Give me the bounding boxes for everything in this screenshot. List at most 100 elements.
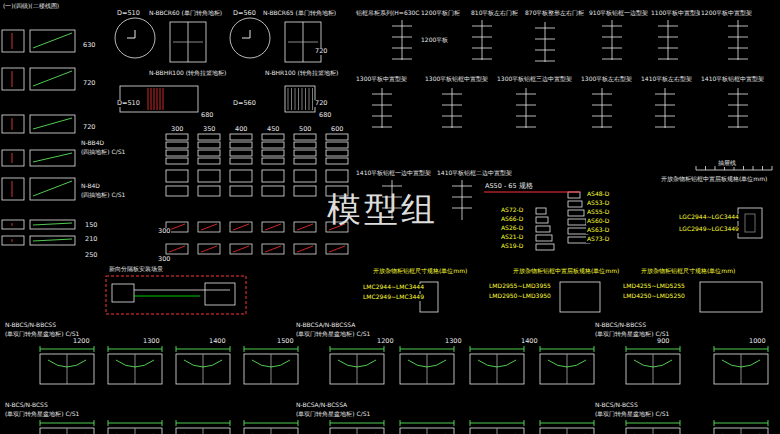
sink-bowl <box>338 360 376 367</box>
dimension: 400 <box>234 126 248 133</box>
dimension: D=510 <box>116 100 141 107</box>
drawer-front <box>166 150 188 156</box>
drawing-line <box>741 354 742 384</box>
dimension-line <box>540 349 594 350</box>
sink-cabinet <box>244 428 298 434</box>
part-code: AS72-D <box>500 207 524 214</box>
part-code: AS60-D <box>586 218 610 225</box>
drawing-line <box>288 42 318 43</box>
part-name: N-BBCR65 (单门转角地柜) <box>262 10 337 17</box>
spec-title: 开放杂物柜铝框尺寸规格(单位mm) <box>640 268 736 275</box>
sink-cabinet <box>40 428 94 434</box>
drawer-front <box>230 170 252 182</box>
dimension: 1000 <box>748 338 767 345</box>
drawer-plan <box>166 244 188 254</box>
drawer-front <box>198 158 220 164</box>
cabinet-elevation <box>2 178 24 200</box>
part-code: AS53-D <box>586 200 610 207</box>
note: 新向分隔板安装场景 <box>108 266 164 273</box>
shelf-board <box>658 26 678 27</box>
part-code: LMC2949~LMC3449 <box>362 294 425 301</box>
dimension: 720 <box>82 80 96 87</box>
dimension: 1300 <box>142 338 161 345</box>
drawer-plan <box>198 222 220 232</box>
dimension-line <box>244 349 298 350</box>
basket-wire <box>305 88 306 110</box>
dimension-line <box>714 423 768 424</box>
dimension-tick <box>298 420 299 426</box>
drawer-front <box>230 186 252 196</box>
handle-line <box>33 239 72 241</box>
shelf-module <box>536 226 550 232</box>
dimension-tick <box>40 420 41 426</box>
dimension: 680 <box>318 112 332 119</box>
cabinet-elevation <box>30 115 75 133</box>
part-name: 1100平板中置型架 <box>650 10 703 17</box>
dimension-tick <box>94 420 95 426</box>
drawing-line <box>271 428 272 434</box>
dimension-line <box>176 349 230 350</box>
dimension-line <box>400 423 454 424</box>
scale-tick <box>715 166 716 170</box>
cabinet-elevation <box>2 115 24 133</box>
dimension-tick <box>540 346 541 352</box>
shelf-board <box>452 197 472 198</box>
shelf-module <box>568 201 582 207</box>
shelf-board <box>372 94 392 95</box>
dimension: 300 <box>157 256 171 263</box>
shelf-module <box>536 235 552 241</box>
sink-cabinet <box>714 428 768 434</box>
part-name: 1200平板 <box>420 37 449 44</box>
part-name: 1410平板铝框一边中置型架 <box>355 170 432 177</box>
shelf-board <box>516 116 536 117</box>
handle-line <box>12 33 13 49</box>
dimension-line <box>108 349 162 350</box>
frame-section <box>738 208 762 238</box>
drawer-plan <box>262 244 284 254</box>
shelf-board <box>392 48 412 49</box>
drawer-front <box>230 158 252 164</box>
handle-line <box>33 33 72 48</box>
shelf-module <box>536 208 546 214</box>
drawing-line <box>329 246 345 252</box>
corner-mark <box>242 30 250 38</box>
drawer-plan <box>230 222 252 232</box>
handle-line <box>12 153 13 163</box>
part-name: N-BHR100 (转角拉篮地柜) <box>264 70 339 77</box>
handle-line <box>33 118 72 129</box>
shelf-board <box>535 61 555 62</box>
part-name: N-BBCSA/N-BBCSSA <box>295 322 356 329</box>
dimension-line <box>626 423 680 424</box>
part-name: 1300平板中置型架 <box>355 76 408 83</box>
dimension: 600 <box>330 126 344 133</box>
handle-line <box>33 181 72 196</box>
dimension-tick <box>680 420 681 426</box>
handle-line <box>12 118 13 130</box>
part-code: LMD4250~LMD5250 <box>622 293 686 300</box>
part-name: 870平板整形左右门柜 <box>524 10 585 17</box>
drawing-line <box>567 428 568 434</box>
dimension-tick <box>162 420 163 426</box>
part-name: 1410平板铝框中置型架 <box>700 76 765 83</box>
sink-bowl <box>252 360 290 367</box>
shelf-board <box>516 105 536 106</box>
dimension-tick <box>470 346 471 352</box>
drawer-front <box>262 170 284 182</box>
dimension-tick <box>384 420 385 426</box>
sink-bowl <box>116 360 154 367</box>
drawing-line <box>135 354 136 384</box>
part-name: 1200平板门柜 <box>420 10 461 17</box>
drawing-line <box>135 428 136 434</box>
dimension-tick <box>524 346 525 352</box>
part-code: LMD2955~LMD3955 <box>488 283 552 290</box>
part-name: 1300平板左右型架 <box>580 76 633 83</box>
dimension: 300 <box>157 228 171 235</box>
drawing-line <box>653 354 654 384</box>
dimension-line <box>470 349 524 350</box>
part-code: AS55-D <box>586 209 610 216</box>
watermark: 模型组 <box>326 190 439 229</box>
sink-cabinet <box>176 428 230 434</box>
cabinet-elevation <box>30 220 75 229</box>
dimension-tick <box>680 346 681 352</box>
